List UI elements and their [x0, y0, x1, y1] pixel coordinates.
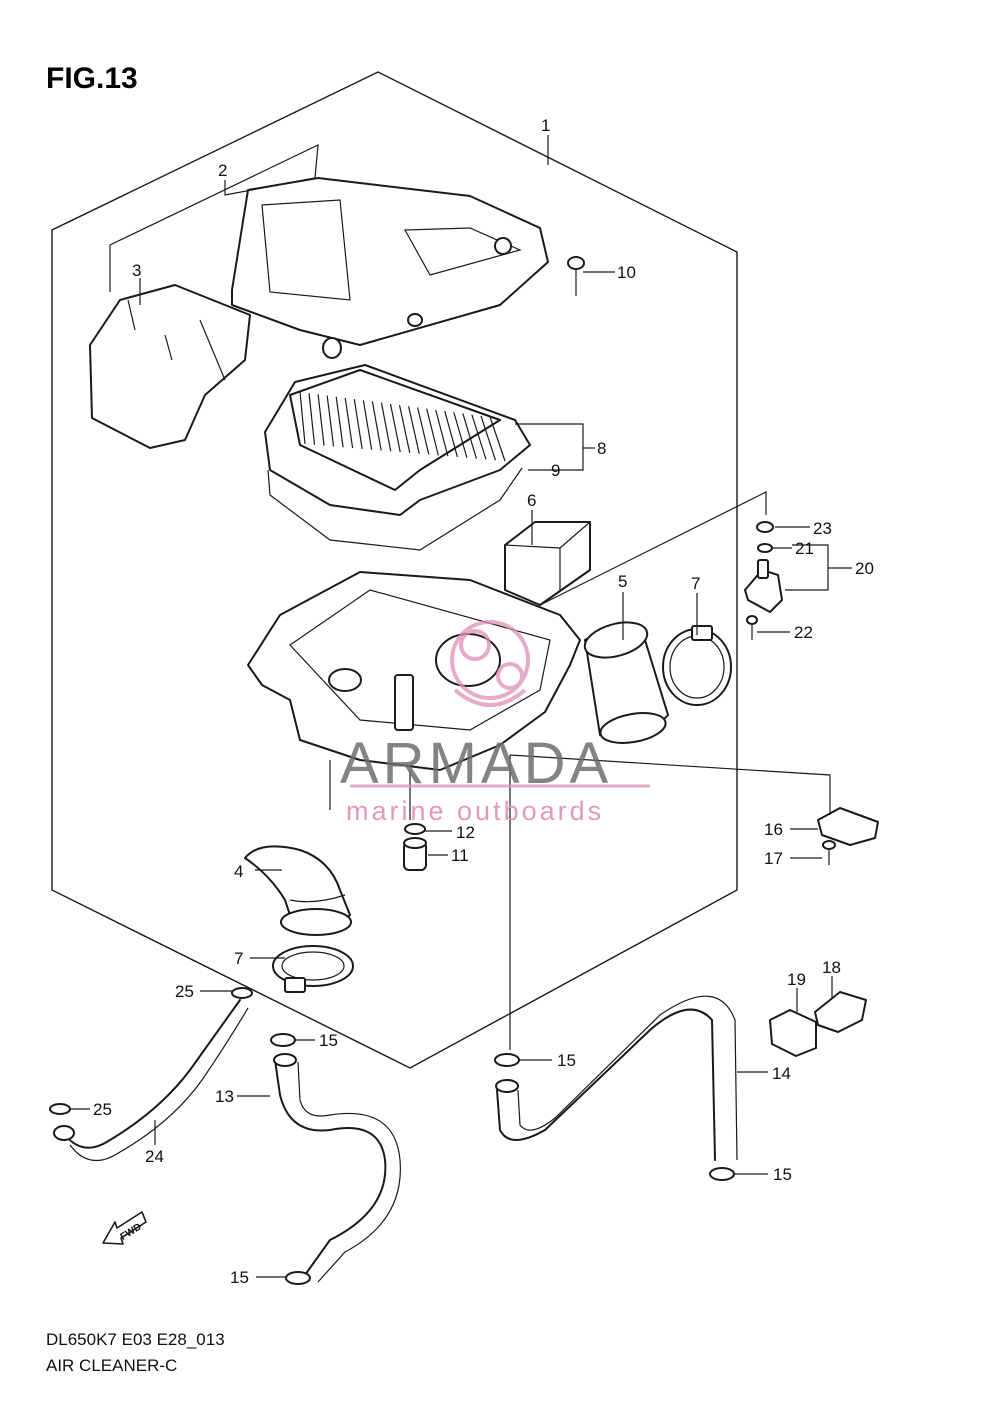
clip-15-a — [270, 1033, 296, 1047]
clip-15-b — [494, 1053, 520, 1067]
callout-7-upper: 7 — [691, 574, 700, 593]
filter-rib — [389, 403, 401, 453]
callout-9: 9 — [551, 461, 560, 480]
filter-rib — [444, 410, 458, 458]
filter-rib — [489, 416, 506, 462]
callout-7-lower: 7 — [234, 949, 243, 968]
filter-rib — [317, 394, 325, 446]
pressure-sensor — [817, 807, 879, 865]
hose-24 — [53, 999, 249, 1161]
callout-4: 4 — [234, 862, 243, 881]
connector-18 — [814, 991, 867, 1033]
filter-rib — [417, 407, 430, 455]
filter-rib — [398, 404, 411, 454]
filter-rib — [435, 409, 449, 457]
filter-rib — [299, 391, 306, 445]
callout-5: 5 — [618, 572, 627, 591]
filter-rib — [344, 397, 354, 449]
callout-17: 17 — [764, 849, 783, 868]
outlet-tube — [244, 845, 352, 936]
model-code: DL650K7 E03 E28_013 — [46, 1330, 225, 1349]
drain-plug — [403, 823, 427, 871]
callout-15-b: 15 — [557, 1051, 576, 1070]
fwd-arrow-icon: FWD — [102, 1211, 147, 1245]
filter-rib — [453, 412, 468, 458]
callout-2: 2 — [218, 161, 227, 180]
callout-15-d: 15 — [230, 1268, 249, 1287]
clamp-upper — [662, 625, 732, 706]
intake-duct — [89, 284, 251, 449]
clip-15-c — [709, 1167, 735, 1181]
filter-rib — [462, 413, 478, 459]
filter-rib — [362, 400, 373, 450]
air-cleaner-cap — [231, 177, 549, 359]
figure-title: FIG.13 — [46, 62, 138, 95]
intake-temp-sensor — [744, 521, 783, 640]
filter-rib — [480, 415, 497, 461]
filter-rib — [326, 395, 335, 447]
filter-rib — [308, 393, 316, 445]
clip-25-upper — [231, 987, 253, 999]
sponge-block — [504, 521, 591, 606]
callout-16: 16 — [764, 820, 783, 839]
screw-10 — [567, 256, 585, 296]
callout-25-upper: 25 — [175, 982, 194, 1001]
watermark-logo-icon — [350, 620, 650, 788]
callout-15-a: 15 — [319, 1031, 338, 1050]
watermark-tagline: marine outboards — [346, 796, 605, 826]
clip-15-d — [285, 1271, 311, 1285]
clamp-lower — [272, 945, 354, 993]
callout-22: 22 — [794, 623, 813, 642]
callout-1: 1 — [541, 116, 550, 135]
callout-10: 10 — [617, 263, 636, 282]
callout-13: 13 — [215, 1087, 234, 1106]
leader-lines — [70, 135, 852, 1278]
callout-15-c: 15 — [773, 1165, 792, 1184]
filter-rib — [371, 401, 382, 451]
filter-rib — [353, 399, 363, 449]
callout-23: 23 — [813, 519, 832, 538]
callout-6: 6 — [527, 491, 536, 510]
connector-19 — [769, 1009, 817, 1057]
callout-14: 14 — [772, 1064, 791, 1083]
callout-24: 24 — [145, 1147, 164, 1166]
callout-3: 3 — [132, 261, 141, 280]
filter-element — [264, 364, 531, 551]
callout-8: 8 — [597, 439, 606, 458]
filter-rib — [407, 406, 420, 454]
callout-18: 18 — [822, 958, 841, 977]
watermark-brand: ARMADA — [340, 731, 613, 796]
assembly-name: AIR CLEANER-C — [46, 1356, 178, 1375]
callout-labels: 1 2 3 4 5 6 7 7 8 9 10 11 12 13 14 15 15… — [93, 116, 874, 1287]
callout-25-lower: 25 — [93, 1100, 112, 1119]
clip-25-lower — [49, 1103, 71, 1115]
callout-19: 19 — [787, 970, 806, 989]
inlet-pipe — [583, 621, 669, 744]
callout-11: 11 — [451, 846, 469, 865]
filter-rib — [335, 396, 344, 448]
callout-21: 21 — [795, 539, 814, 558]
filter-rib — [471, 414, 487, 460]
filter-rib — [380, 402, 392, 452]
filter-rib — [426, 408, 439, 456]
callout-20: 20 — [855, 559, 874, 578]
hose-13 — [273, 1053, 401, 1283]
hose-14 — [495, 995, 738, 1161]
assembly-boundary — [51, 71, 738, 1069]
callout-12: 12 — [456, 823, 475, 842]
